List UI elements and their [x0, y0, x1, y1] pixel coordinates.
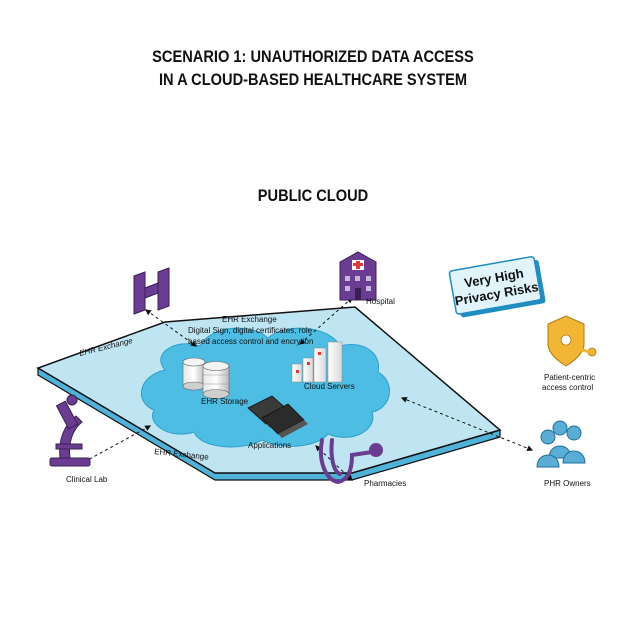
stethoscope-icon [319, 438, 383, 485]
ehr-storage-icon [182, 357, 230, 399]
phr-owners-label: PHR Owners [544, 479, 591, 488]
microscope-icon [49, 394, 91, 467]
arrow-cliniclab-to-cloud [82, 425, 152, 463]
diagram-title-line-2: IN A CLOUD-BASED HEALTHCARE SYSTEM [158, 70, 468, 89]
shield-key-icon [547, 315, 597, 367]
cloud-shape [140, 327, 390, 448]
exchange-note-line-2: based access control and encrytion [188, 337, 313, 346]
public-cloud-label: PUBLIC CLOUD [257, 186, 369, 205]
hospital-icon [339, 251, 377, 301]
exchange-note-heading: EHR Exchange [222, 315, 277, 324]
applications-icon [247, 395, 308, 438]
applications-label: Applications [248, 441, 291, 450]
cloud-servers-label: Cloud Servers [304, 382, 355, 391]
access-control-label-line-1: Patient-centric [544, 373, 595, 382]
pharmacies-label: Pharmacies [364, 479, 406, 488]
cloud-servers-icon [291, 341, 343, 383]
arrow-phr-to-cloud [400, 396, 534, 452]
arrow-lab-to-cloud [145, 309, 197, 347]
ehr-storage-label: EHR Storage [201, 397, 249, 406]
access-control-label-line-2: access control [542, 383, 593, 392]
diagram-title-line-1: SCENARIO 1: UNAUTHORIZED DATA ACCESS [152, 47, 474, 66]
privacy-risk-badge: Very High Privacy Risks [448, 256, 546, 318]
h-building-icon [133, 267, 170, 315]
hospital-label: Hospital [366, 297, 395, 306]
phr-owners-icon [536, 420, 586, 468]
clinical-lab-label: Clinical Lab [66, 475, 108, 484]
exchange-note-line-1: Digital Sign, digital certificates, role [188, 326, 313, 335]
